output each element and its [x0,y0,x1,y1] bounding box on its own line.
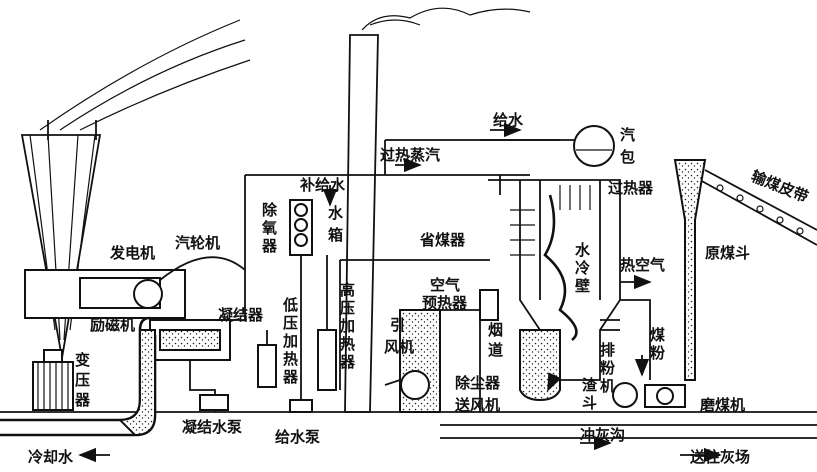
label-drum-1: 汽 [620,126,635,144]
label-water-wall-2: 冷 [575,259,590,277]
label-transformer-3: 器 [74,391,91,409]
cooling-water-pipes [0,316,157,437]
label-deaerator-2: 氧 [261,219,277,237]
label-hp-heater-3: 加 [339,317,355,335]
transformer-unit [32,349,74,411]
label-pulverized-coal-2: 粉 [650,344,665,362]
label-flue-1: 烟 [488,321,503,339]
label-coal-mill: 磨煤机 [699,396,745,414]
label-hp-heater-5: 器 [339,353,356,371]
steam-drum [540,125,615,167]
label-water-tank-1: 水 [328,204,344,222]
label-water-wall-1: 水 [575,241,591,259]
label-drum-2: 包 [620,148,635,166]
boiler [479,179,621,402]
label-coal-belt: 输煤皮带 [749,167,811,206]
id-fan [384,309,481,413]
label-water-tank-2: 箱 [328,226,343,244]
label-lp-heater-2: 压 [283,314,298,332]
label-feed-pump: 给水泵 [275,428,320,446]
generator-unit [24,256,246,321]
label-lp-heater-3: 加 [282,332,298,350]
label-feed-water-top: 给水 [493,111,524,129]
ash-trench-pipes [440,424,817,439]
label-condenser: 凝结器 [218,306,264,324]
label-ash-trench: 冲灰沟 [580,426,625,444]
label-hp-heater-1: 高 [340,281,355,299]
lp-heater-column [257,199,313,413]
label-hot-air: 热空气 [620,256,665,274]
label-coal-exhauster-3: 机 [600,377,615,395]
label-dust-collector: 除尘器 [455,374,501,392]
label-fd-fan: 送风机 [454,396,500,414]
label-coal-exhauster-1: 排 [600,341,615,359]
label-hp-heater-4: 热 [340,335,355,353]
label-to-ash-yard: 送往灰场 [689,448,750,466]
label-raw-coal-hopper: 原煤斗 [705,244,750,262]
label-transformer-1: 变 [75,351,90,369]
label-hp-heater-2: 压 [340,299,355,317]
label-id-fan-1: 引 [390,316,405,334]
label-exciter: 励磁机 [90,316,135,334]
label-deaerator-3: 器 [261,237,278,255]
label-lp-heater-4: 热 [283,350,298,368]
label-lp-heater-1: 低 [282,296,298,314]
label-air-preheater-2: 预热器 [422,294,468,312]
label-id-fan-2: 风机 [384,338,414,356]
label-pulverized-coal-1: 煤 [650,326,665,344]
steam-pipes [244,139,560,390]
label-superheater: 过热器 [608,179,654,197]
label-coal-exhauster-2: 粉 [600,359,615,377]
label-makeup-water: 补给水 [299,176,346,194]
condenser-unit [149,319,231,412]
label-generator: 发电机 [109,244,155,262]
label-cooling-water: 冷却水 [28,448,74,466]
label-air-preheater-1: 空气 [430,276,460,294]
transmission-tower [20,19,251,359]
chimney [344,7,531,413]
coal-conveyor [699,169,817,246]
label-lp-heater-5: 器 [282,368,299,386]
hp-heater-column [317,255,337,391]
coal-exhauster-unit [600,299,651,408]
label-slag-hopper-2: 斗 [582,394,597,412]
label-economizer: 省煤器 [419,231,466,249]
label-superheated-steam: 过热蒸汽 [380,146,440,164]
label-transformer-2: 压 [75,371,90,389]
raw-coal-hopper-shape [644,159,707,408]
label-water-wall-3: 壁 [575,277,590,295]
label-condensate-pump: 凝结水泵 [182,418,242,436]
label-deaerator-1: 除 [262,201,278,219]
label-flue-2: 道 [488,341,503,359]
label-slag-hopper-1: 渣 [582,376,598,394]
label-turbine: 汽轮机 [175,234,220,252]
flow-arrows [78,122,722,463]
diagram-labels: 过热蒸汽 给水 汽 包 过热器 输煤皮带 补给水 除 氧 器 水 箱 省煤器 水… [28,111,811,466]
